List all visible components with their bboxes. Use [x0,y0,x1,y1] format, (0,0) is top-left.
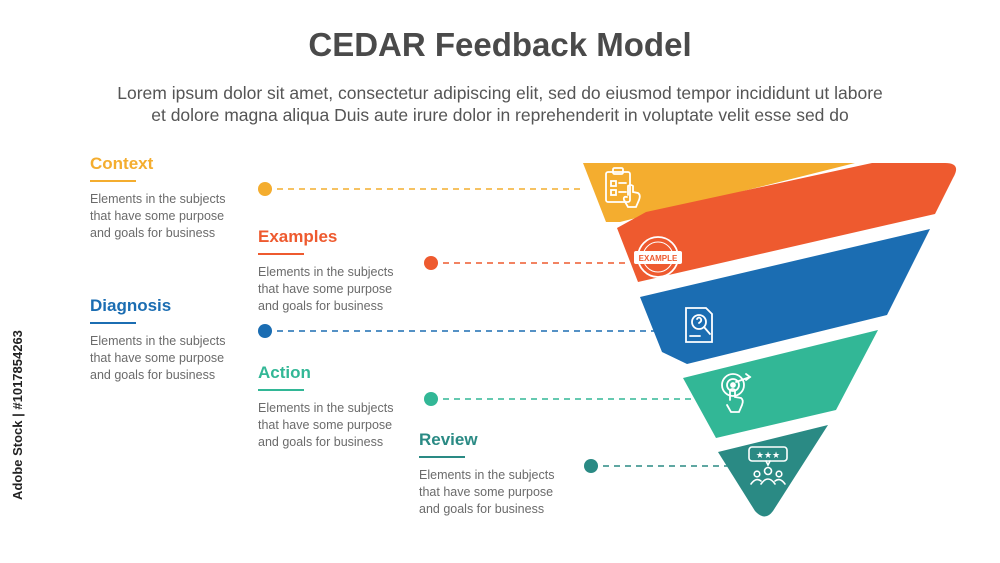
page-subtitle: Lorem ipsum dolor sit amet, consectetur … [40,82,960,126]
clipboard-checklist-icon [605,167,641,208]
item-description-examples: Elements in the subjects that have some … [258,264,438,315]
connector-diagnosis [258,324,660,338]
dot-diagnosis [258,324,272,338]
desc-line: that have some purpose [419,485,554,499]
item-underline-examples [258,253,304,255]
example-stamp-text: EXAMPLE [639,254,678,263]
item-heading-review: Review [419,430,478,449]
connector-context [258,182,580,196]
rating-stars-people-icon: ★★★ [748,446,788,485]
item-underline-context [90,180,136,182]
item-heading-examples: Examples [258,227,338,246]
subtitle-line-1: Lorem ipsum dolor sit amet, consectetur … [117,83,883,103]
dot-context [258,182,272,196]
item-review: Review Elements in the subjects that hav… [419,430,599,518]
dot-examples [424,256,438,270]
example-stamp-icon: EXAMPLE [634,236,682,278]
dot-review [584,459,598,473]
connector-review [584,459,730,473]
desc-line: Elements in the subjects [419,468,555,482]
desc-line: Elements in the subjects [90,192,226,206]
desc-line: that have some purpose [90,209,225,223]
svg-text:★★★: ★★★ [756,451,780,461]
item-description-action: Elements in the subjects that have some … [258,400,438,451]
item-heading-context: Context [90,154,154,173]
funnel-segment-context [583,163,855,222]
desc-line: Elements in the subjects [258,401,394,415]
item-description-context: Elements in the subjects that have some … [90,191,270,242]
item-underline-review [419,456,465,458]
subtitle-line-2: et dolore magna aliqua Duis aute irure d… [151,105,849,125]
item-description-diagnosis: Elements in the subjects that have some … [90,333,270,384]
document-question-icon [685,307,713,343]
funnel-segment-action [683,330,878,438]
desc-line: that have some purpose [258,282,393,296]
item-diagnosis: Diagnosis Elements in the subjects that … [90,296,270,384]
item-underline-diagnosis [90,322,136,324]
desc-line: Elements in the subjects [258,265,394,279]
desc-line: and goals for business [419,502,545,516]
connector-examples [424,256,628,270]
item-underline-action [258,389,304,391]
item-context: Context Elements in the subjects that ha… [90,154,270,242]
item-examples: Examples Elements in the subjects that h… [258,227,438,315]
funnel-segment-examples [617,163,957,282]
desc-line: that have some purpose [258,418,393,432]
target-hand-icon [721,373,752,413]
connector-action [424,392,698,406]
desc-line: and goals for business [90,226,216,240]
item-description-review: Elements in the subjects that have some … [419,467,599,518]
desc-line: and goals for business [258,435,384,449]
funnel-segment-review [718,425,828,517]
dot-action [424,392,438,406]
desc-line: and goals for business [90,368,216,382]
item-heading-diagnosis: Diagnosis [90,296,172,315]
desc-line: and goals for business [258,299,384,313]
desc-line: Elements in the subjects [90,334,226,348]
item-heading-action: Action [258,363,311,382]
page-title: CEDAR Feedback Model [308,26,692,63]
desc-line: that have some purpose [90,351,225,365]
item-action: Action Elements in the subjects that hav… [258,363,438,451]
